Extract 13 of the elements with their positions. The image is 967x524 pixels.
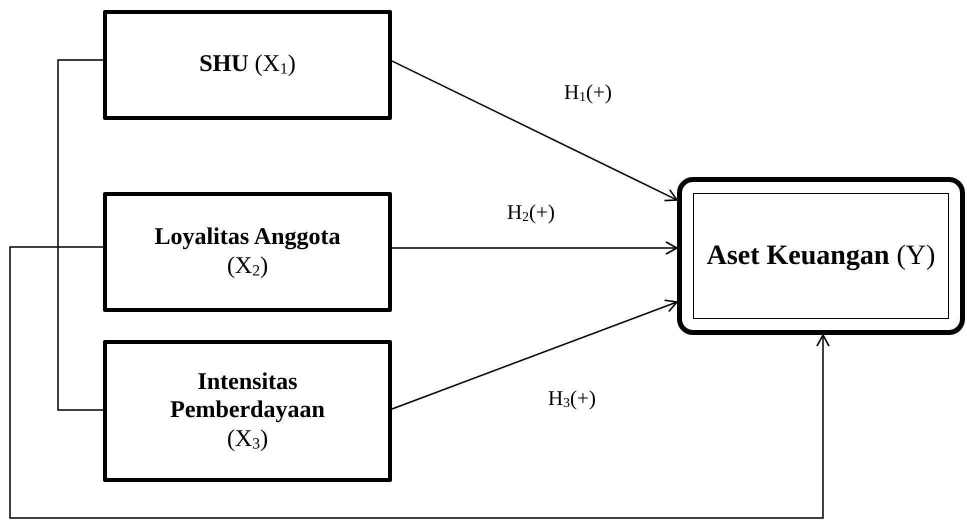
arrow (392, 60, 678, 202)
connector-line (57, 59, 103, 411)
outcome-box (677, 177, 965, 335)
variable-label: Loyalitas Anggota (X$_{2}$) (153, 223, 342, 281)
variable-label: SHU (X$_{1}$) (199, 50, 296, 80)
arrow (9, 246, 830, 519)
variable-box (103, 10, 392, 120)
variable-box (103, 340, 392, 482)
variable-label: Aset Keuangan (Y) (706, 239, 936, 273)
variable-box (103, 192, 392, 312)
arrow (392, 241, 678, 255)
variable-label: Intensitas Pemberdayaan (X$_{3}$) (169, 368, 326, 454)
arrow (392, 299, 678, 410)
